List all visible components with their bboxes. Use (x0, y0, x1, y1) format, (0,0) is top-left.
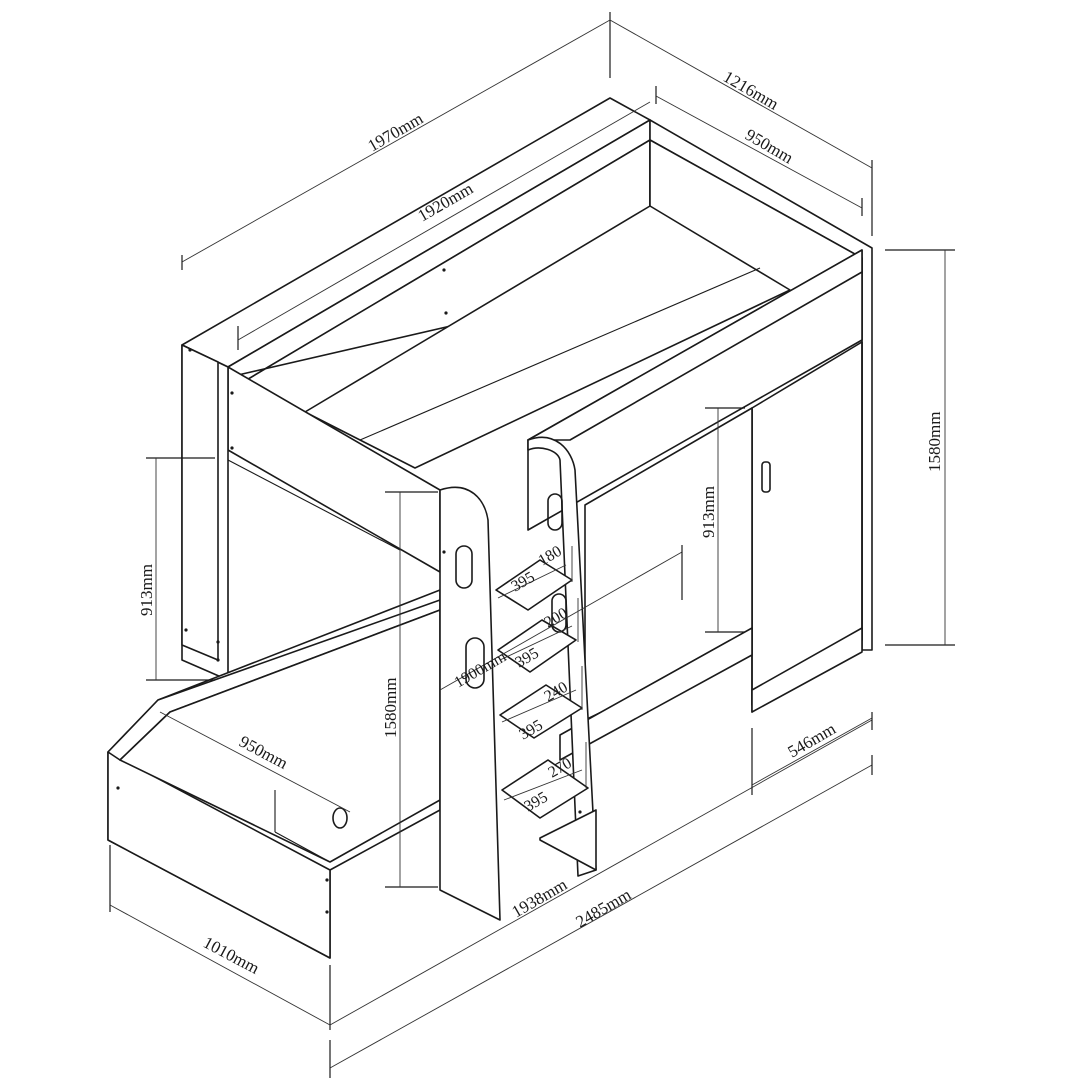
dim-label-1938: 1938mm (509, 875, 571, 922)
wardrobe-handle-icon (761, 461, 771, 493)
dim-label-2485: 2485mm (573, 885, 635, 932)
upper-bed-frame (181, 97, 873, 761)
dim-label-950-top: 950mm (742, 125, 796, 167)
pull-out-handle-icon (332, 807, 348, 829)
dim-label-546: 546mm (785, 719, 839, 761)
ladder (439, 436, 597, 921)
lower-bed (107, 589, 441, 959)
dimension-lines (109, 12, 955, 1078)
dim-label-1970: 1970mm (365, 109, 427, 156)
dim-label-1580-right: 1580mm (925, 412, 944, 472)
dim-label-913-right: 913mm (699, 486, 718, 538)
dim-label-1216: 1216mm (720, 67, 782, 114)
screw-dots (116, 268, 582, 914)
ladder-handhold-icon (455, 545, 473, 589)
dim-label-1580-ladder: 1580mm (381, 678, 400, 738)
ladder-handhold-icon (465, 637, 485, 689)
dim-label-913-left: 913mm (137, 564, 156, 616)
ladder-handhold-icon (547, 493, 563, 531)
